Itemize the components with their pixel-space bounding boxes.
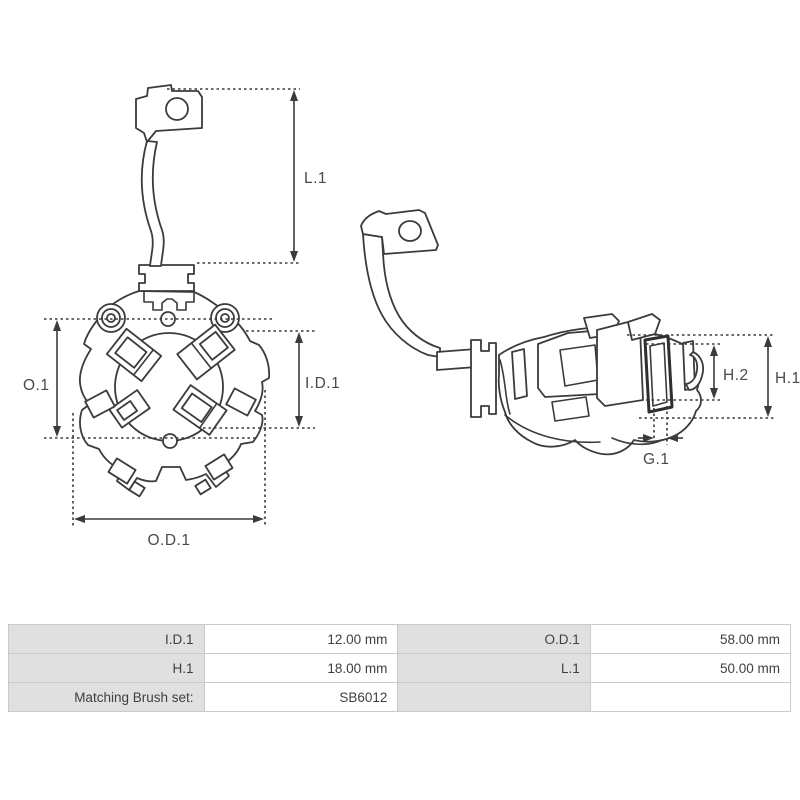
spec-value-l1: 50.00 mm bbox=[589, 653, 792, 683]
dimension-label-id1: I.D.1 bbox=[305, 375, 340, 392]
spec-value-id1: 12.00 mm bbox=[203, 624, 399, 654]
dimension-label-l1: L.1 bbox=[304, 170, 327, 187]
diagram-area: L.1 O.1 I.D.1 O.D.1 H.1 H bbox=[23, 84, 800, 549]
spec-value-h1: 18.00 mm bbox=[203, 653, 399, 683]
dimension-label-g1: G.1 bbox=[643, 451, 669, 468]
spec-value-od1: 58.00 mm bbox=[589, 624, 792, 654]
dimension-label-o1: O.1 bbox=[23, 377, 49, 394]
spec-label-matching-brush-set: Matching Brush set: bbox=[8, 682, 205, 712]
dimension-label-h2: H.2 bbox=[723, 367, 749, 384]
spec-label-h1: H.1 bbox=[8, 653, 205, 683]
spec-table-row-1: I.D.1 12.00 mm O.D.1 58.00 mm bbox=[8, 624, 792, 654]
spec-table-row-3: Matching Brush set: SB6012 bbox=[8, 682, 792, 712]
spec-label-l1: L.1 bbox=[397, 653, 591, 683]
spec-table: I.D.1 12.00 mm O.D.1 58.00 mm H.1 18.00 … bbox=[8, 624, 792, 712]
dimension-label-od1: O.D.1 bbox=[148, 532, 191, 549]
dimension-annotations: L.1 O.1 I.D.1 O.D.1 H.1 H bbox=[23, 88, 800, 549]
spec-table-row-2: H.1 18.00 mm L.1 50.00 mm bbox=[8, 653, 792, 683]
spec-value-empty bbox=[589, 682, 792, 712]
spec-label-empty bbox=[397, 682, 591, 712]
front-view-drawing bbox=[78, 84, 271, 498]
spec-value-matching-brush-set: SB6012 bbox=[203, 682, 399, 712]
side-view-drawing bbox=[360, 209, 705, 456]
spec-label-od1: O.D.1 bbox=[397, 624, 591, 654]
spec-label-id1: I.D.1 bbox=[8, 624, 205, 654]
dimension-label-h1: H.1 bbox=[775, 370, 800, 387]
